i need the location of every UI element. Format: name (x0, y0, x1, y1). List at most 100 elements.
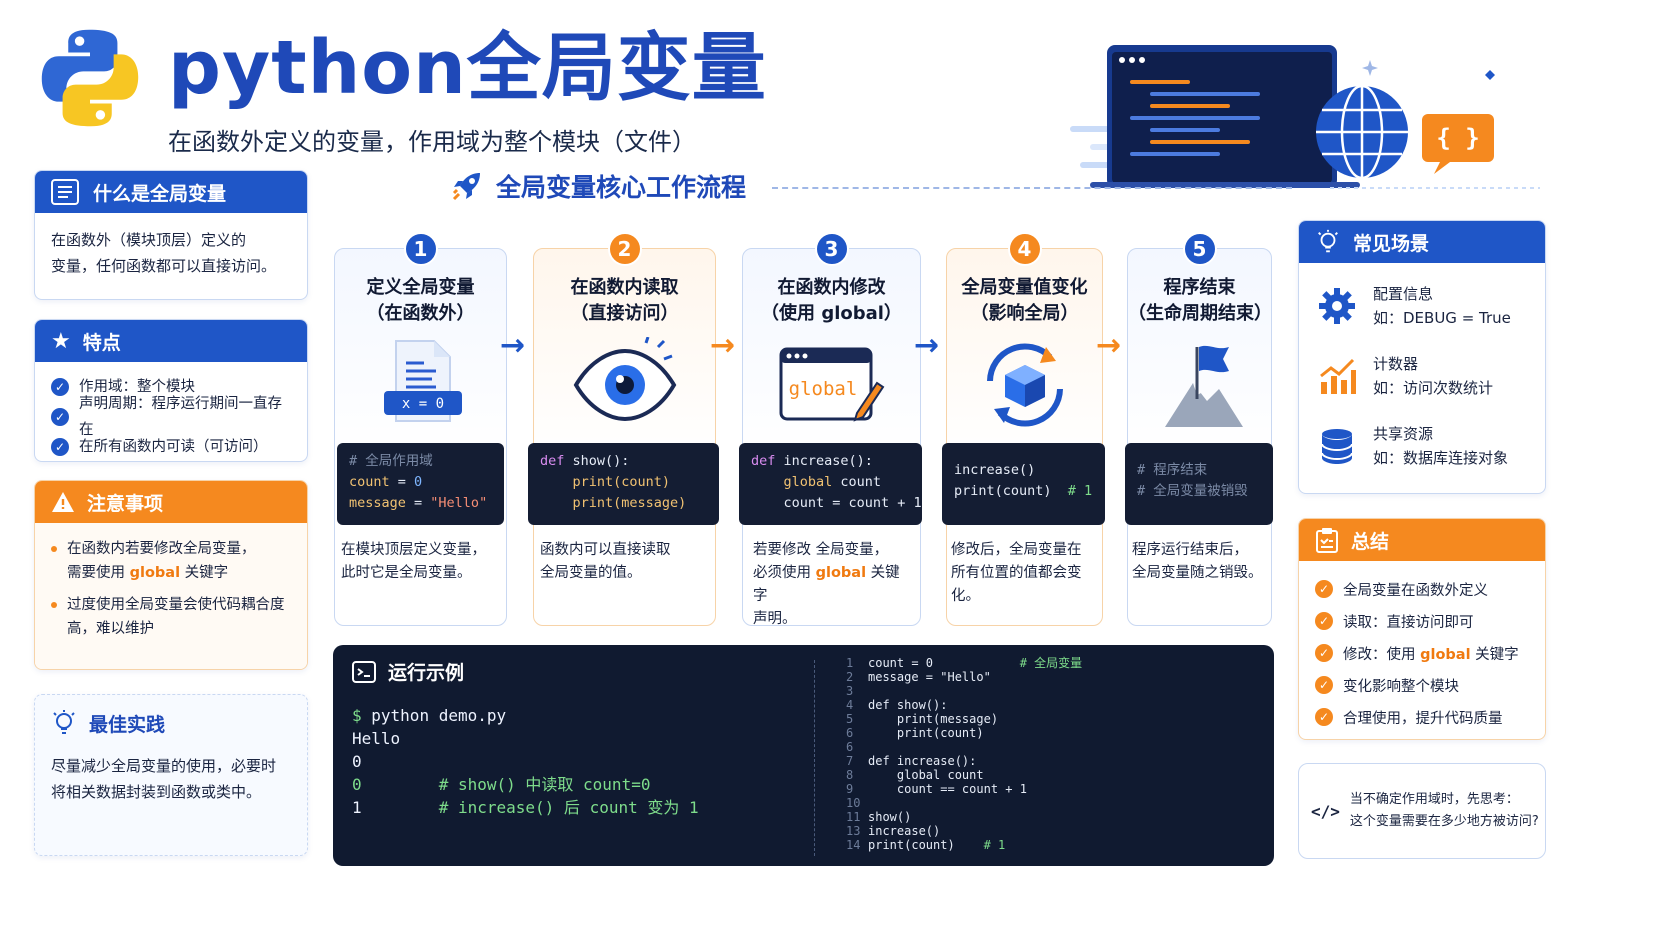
step-desc: 修改后，全局变量在 (951, 542, 1082, 558)
scene-item: 共享资源如：数据库连接对象 (1299, 411, 1545, 481)
best-line: 尽量减少全局变量的使用，必要时 (51, 757, 277, 775)
what-line: 在函数外（模块顶层）定义的 (51, 231, 247, 249)
page-title: python全局变量 (168, 25, 767, 111)
check-icon: ✓ (1315, 676, 1333, 694)
feature-item: ✓声明周期：程序运行期间一直存在 (51, 396, 291, 438)
step-desc: 在模块顶层定义变量， (341, 542, 486, 558)
step-subtitle: （直接访问） (570, 303, 679, 324)
what-card: 什么是全局变量 在函数外（模块顶层）定义的 变量，任何函数都可以直接访问。 (34, 170, 308, 300)
note-item: 在函数内若要修改全局变量，需要使用 global 关键字 (51, 537, 291, 585)
flow-arrow-icon: → (500, 328, 526, 363)
source-line: 6 (846, 740, 854, 754)
terminal-output: $ python demo.py Hello 0 0 # show() 中读取 … (352, 706, 699, 817)
step-title: 定义全局变量 (366, 277, 475, 298)
step-title: 程序结束 (1163, 277, 1236, 298)
source-line: 5 print(message) (846, 712, 999, 726)
step-subtitle: （在函数外） (366, 303, 475, 324)
database-icon (1321, 429, 1353, 464)
step-number: 4 (1007, 232, 1042, 266)
summary-title: 总结 (1351, 530, 1390, 553)
step-subtitle: （使用 global） (761, 303, 902, 324)
best-practice-card: 最佳实践 尽量减少全局变量的使用，必要时 将相关数据封装到函数或类中。 (34, 694, 308, 856)
code-tag-icon: </> (1311, 801, 1340, 821)
feature-item: ✓在所有函数内可读（可访问） (51, 432, 291, 461)
step-desc: 程序运行结束后， (1132, 542, 1248, 558)
step-title: 在函数内读取 (570, 277, 679, 298)
scenes-card: 常见场景 配置信息如：DEBUG = True 计数器如：访问次数统计 共享资源… (1298, 220, 1546, 494)
check-icon: ✓ (1315, 580, 1333, 598)
step-title: 在函数内修改 (777, 277, 886, 298)
chart-growth-icon (1320, 358, 1356, 394)
summary-item: ✓读取：直接访问即可 (1315, 605, 1545, 637)
summary-item: ✓修改：使用 global 关键字 (1315, 637, 1545, 669)
source-line: 9 count == count + 1 (846, 782, 1027, 796)
step-desc: 声明。 (753, 611, 797, 627)
summary-card: 总结 ✓全局变量在函数外定义 ✓读取：直接访问即可 ✓修改：使用 global … (1298, 518, 1546, 740)
flow-title-divider (772, 187, 1292, 189)
step-number: 5 (1182, 232, 1217, 266)
terminal-icon (352, 660, 376, 683)
step-subtitle: （影响全局） (970, 303, 1079, 324)
features-card: ★ 特点 ✓作用域：整个模块 ✓声明周期：程序运行期间一直存在 ✓在所有函数内可… (34, 319, 308, 462)
flow-step: 2 在函数内读取（直接访问） def show(): print(count) … (528, 232, 719, 626)
step-title: 全局变量值变化 (961, 277, 1088, 298)
check-icon: ✓ (51, 378, 69, 396)
python-logo-icon (41, 29, 139, 127)
step-desc: 函数内可以直接读取 (540, 542, 671, 558)
check-icon: ✓ (1315, 644, 1333, 662)
document-icon (51, 179, 79, 205)
lightbulb-icon (53, 710, 75, 734)
warning-icon (52, 492, 74, 512)
scene-item: 配置信息如：DEBUG = True (1299, 271, 1545, 341)
feature-item: ✓作用域：整个模块 (51, 372, 291, 402)
summary-item: ✓全局变量在函数外定义 (1315, 573, 1545, 605)
source-line: 8 global count (846, 768, 984, 782)
scenes-title: 常见场景 (1353, 232, 1430, 255)
summary-item: ✓合理使用，提升代码质量 (1315, 701, 1545, 733)
what-title: 什么是全局变量 (93, 182, 227, 205)
page-subtitle: 在函数外定义的变量，作用域为整个模块（文件） (168, 128, 696, 156)
edit-global-icon: global (779, 347, 884, 422)
features-title: 特点 (82, 331, 121, 354)
flow-step: 3 在函数内修改（使用 global） global def increase(… (739, 232, 922, 627)
step1-icon-label: x = 0 (401, 396, 443, 412)
flow-arrow-icon: → (914, 328, 940, 363)
rocket-icon (452, 173, 480, 201)
check-icon: ✓ (51, 438, 69, 456)
flag-mountain-icon (1164, 345, 1243, 427)
best-line: 将相关数据封装到函数或类中。 (51, 783, 262, 801)
flow-arrow-icon: → (710, 328, 736, 363)
flow-step: 5 程序结束（生命周期结束） # 程序结束 # 全局变量被销毁 程序运行结束后，… (1125, 232, 1273, 626)
step-desc: 全局变量的值。 (540, 565, 642, 581)
notes-title: 注意事项 (87, 492, 164, 515)
notes-card: 注意事项 在函数内若要修改全局变量，需要使用 global 关键字 过度使用全局… (34, 480, 308, 670)
star-icon: ★ (51, 328, 71, 354)
step-number: 3 (814, 232, 849, 266)
note-item: 过度使用全局变量会使代码耦合度高，难以维护 (51, 593, 291, 641)
flow-arrow-icon: → (1096, 328, 1122, 363)
step-desc: 全局变量随之销毁。 (1132, 565, 1263, 581)
run-example-panel (333, 645, 1274, 866)
flow-title: 全局变量核心工作流程 (450, 168, 746, 204)
step3-icon-label: global (788, 378, 857, 400)
step-number: 1 (403, 232, 438, 266)
scene-item: 计数器如：访问次数统计 (1299, 341, 1545, 411)
source-line: 10 (846, 796, 861, 810)
run-divider (814, 660, 815, 856)
document-variable-icon: x = 0 (383, 340, 462, 422)
run-title: 运行示例 (388, 662, 465, 684)
summary-item: ✓变化影响整个模块 (1315, 669, 1545, 701)
step-desc: 所有位置的值都会变化。 (951, 565, 1082, 604)
hero-illustration: { } (1070, 45, 1540, 189)
sync-cube-icon (986, 343, 1063, 427)
tip-card: </> 当不确定作用域时，先思考：这个变量需要在多少地方被访问? (1298, 763, 1546, 859)
check-icon: ✓ (1315, 708, 1333, 726)
step-subtitle: （生命周期结束） (1128, 303, 1272, 324)
source-line: 3 (846, 684, 854, 698)
